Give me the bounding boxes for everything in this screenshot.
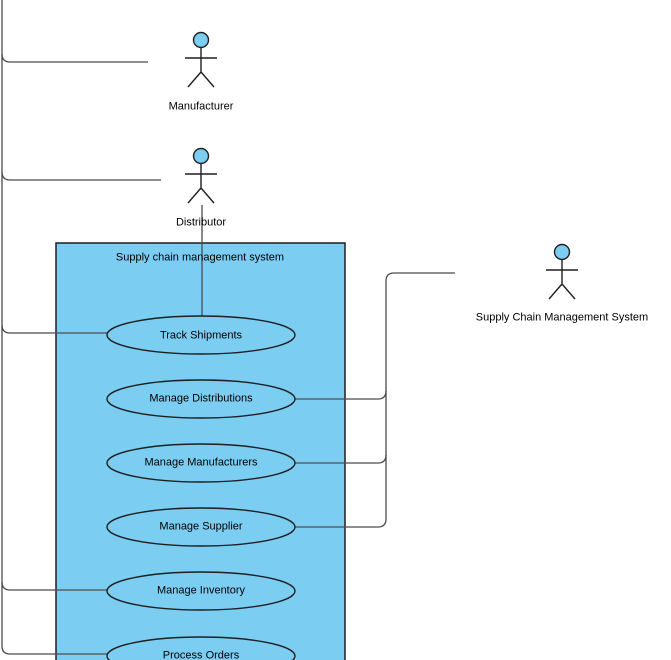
usecase-label-manage-inventory: Manage Inventory bbox=[156, 584, 246, 597]
actor-head bbox=[192, 31, 210, 49]
usecase-track-shipments[interactable] bbox=[106, 315, 296, 355]
system-boundary-title: Supply chain management system bbox=[115, 251, 285, 264]
actor-label-manufacturer: Manufacturer bbox=[168, 100, 234, 113]
actor-scms[interactable] bbox=[546, 243, 578, 300]
usecase-process-orders[interactable] bbox=[106, 636, 296, 660]
actor-head bbox=[553, 243, 571, 261]
connector-process-orders[interactable] bbox=[1, 645, 107, 655]
actor-label-scms: Supply Chain Management System bbox=[475, 311, 649, 324]
connector-distributor[interactable] bbox=[1, 171, 161, 181]
connector-manage-manufacturers[interactable] bbox=[294, 454, 387, 464]
usecase-manage-supplier[interactable] bbox=[106, 507, 296, 547]
usecase-manage-distributions[interactable] bbox=[106, 379, 296, 419]
usecase-manage-manufacturers[interactable] bbox=[106, 443, 296, 483]
usecase-label-manage-distributions: Manage Distributions bbox=[149, 392, 253, 405]
connector-manage-supplier[interactable] bbox=[294, 518, 387, 528]
usecase-label-manage-manufacturers: Manage Manufacturers bbox=[144, 456, 258, 469]
connector-manage-distributions[interactable] bbox=[294, 390, 387, 400]
connector-track-shipments[interactable] bbox=[1, 324, 109, 334]
usecase-label-manage-supplier: Manage Supplier bbox=[159, 520, 243, 533]
usecase-manage-inventory[interactable] bbox=[106, 571, 296, 611]
actor-body bbox=[185, 47, 217, 88]
actor-distributor[interactable] bbox=[185, 147, 217, 204]
actor-body bbox=[185, 163, 217, 204]
connector-manage-inventory[interactable] bbox=[1, 581, 108, 591]
actor-label-distributor: Distributor bbox=[175, 216, 227, 229]
usecase-label-track-shipments: Track Shipments bbox=[159, 329, 243, 342]
actor-head bbox=[192, 147, 210, 165]
connector-manufacturer[interactable] bbox=[1, 53, 148, 63]
actor-body bbox=[546, 259, 578, 300]
usecase-label-process-orders: Process Orders bbox=[162, 649, 240, 660]
actor-manufacturer[interactable] bbox=[185, 31, 217, 88]
connector-scms-trunk[interactable] bbox=[385, 272, 455, 519]
